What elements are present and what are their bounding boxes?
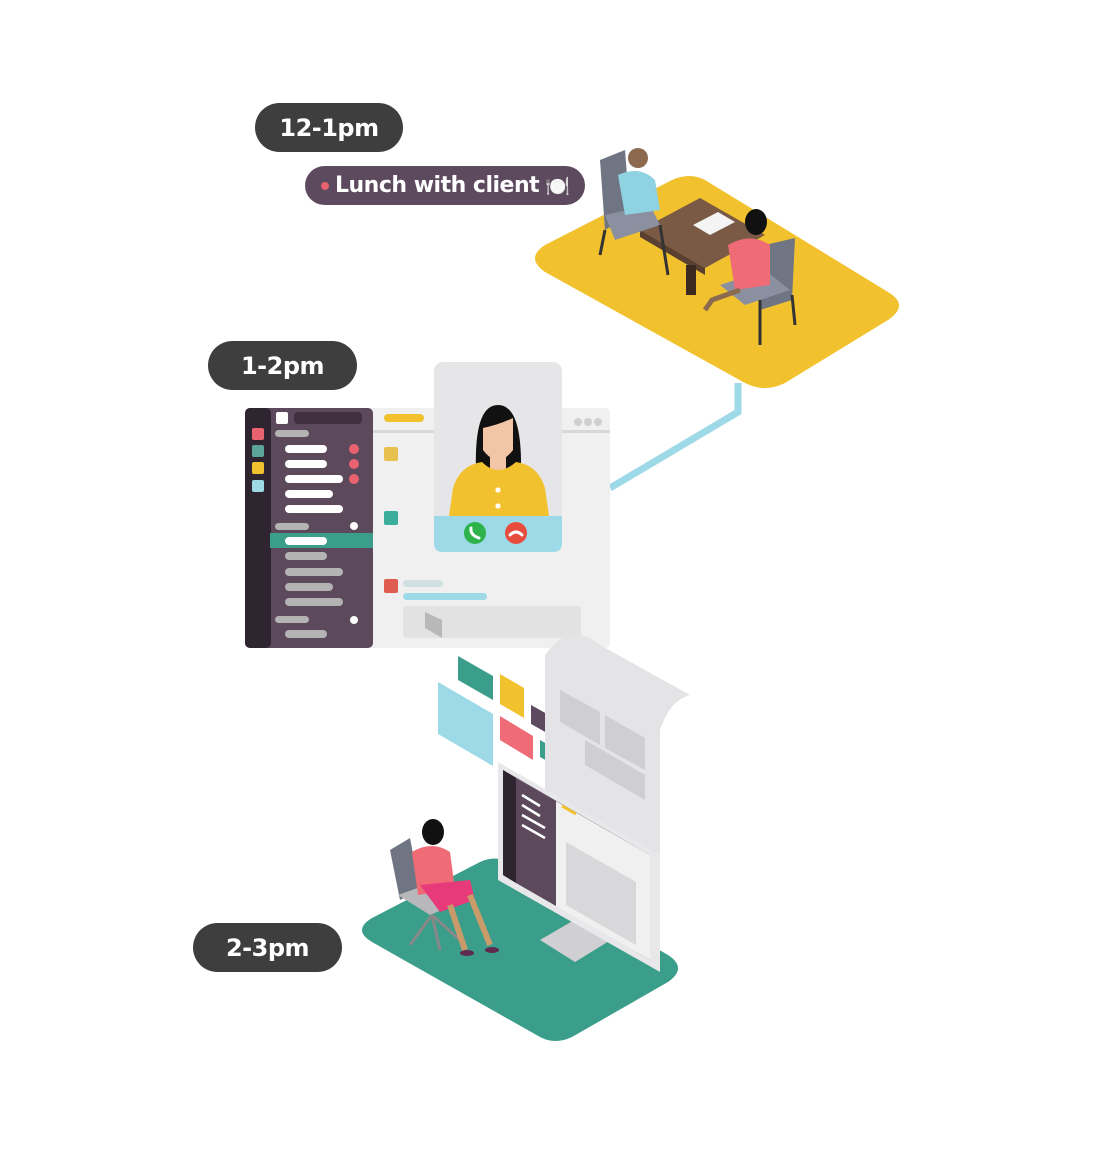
plate-icon: 🍽️ xyxy=(545,173,570,198)
time-label: 2-3pm xyxy=(225,933,310,962)
time-pill-12-1pm: 12-1pm xyxy=(255,103,403,152)
monitor xyxy=(498,762,660,972)
time-pill-2-3pm: 2-3pm xyxy=(193,923,342,972)
time-label: 12-1pm xyxy=(279,113,379,142)
timeline-connector xyxy=(608,383,742,492)
time-label: 1-2pm xyxy=(240,351,325,380)
event-label: Lunch with client xyxy=(335,173,540,198)
time-pill-1-2pm: 1-2pm xyxy=(208,341,357,390)
calendar-event-lunch[interactable]: Lunch with client 🍽️ xyxy=(305,166,585,205)
accept-call-icon[interactable] xyxy=(464,522,486,544)
decline-call-icon[interactable] xyxy=(505,522,527,544)
status-dot xyxy=(321,181,329,190)
lunch-scene xyxy=(598,148,797,345)
seated-woman xyxy=(390,819,499,956)
video-call-card xyxy=(434,362,562,552)
